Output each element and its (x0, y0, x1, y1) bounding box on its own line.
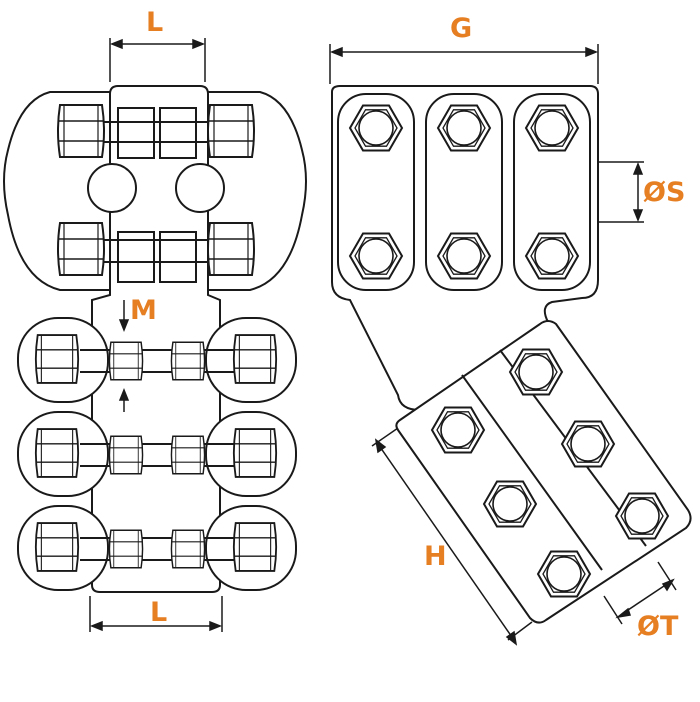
dimension-G (329, 44, 599, 84)
dimension-T (603, 561, 677, 625)
dimension-label-top-L: L (146, 7, 164, 38)
dimension-label-H: H (424, 541, 447, 572)
top-right-nut-upper (206, 103, 256, 159)
central-stem (91, 85, 221, 593)
dimension-label-M: M (130, 295, 157, 326)
bolt-hole-left (87, 163, 137, 213)
dimension-S (598, 161, 644, 223)
dimension-label-T: ØT (637, 611, 679, 642)
dimension-label-G: G (450, 13, 473, 44)
top-left-nut-lower (56, 221, 106, 277)
top-right-nut-lower (206, 221, 256, 277)
lower-pad (395, 320, 692, 624)
dimension-bottom-L (89, 596, 223, 632)
dimension-top-L (109, 38, 206, 82)
dimension-label-bottom-L: L (150, 597, 168, 628)
dimension-M (118, 300, 130, 412)
bolt-hole-right (175, 163, 225, 213)
dimension-H (371, 427, 533, 646)
dimension-label-S: ØS (643, 177, 686, 208)
top-left-nut-upper (56, 103, 106, 159)
